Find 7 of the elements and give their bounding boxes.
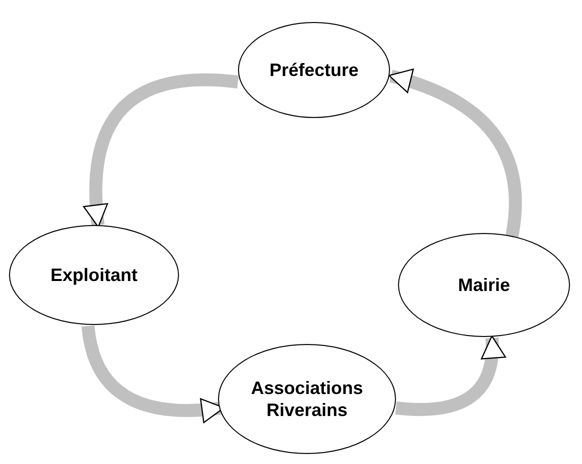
node-label: Mairie — [458, 274, 510, 296]
node-label: Préfecture — [269, 58, 359, 82]
curved-arrow — [388, 69, 522, 237]
node-label: Associations Riverains — [250, 376, 364, 422]
curved-arrow — [84, 73, 239, 228]
node-label: Exploitant — [50, 264, 138, 286]
curved-arrow — [395, 335, 505, 416]
